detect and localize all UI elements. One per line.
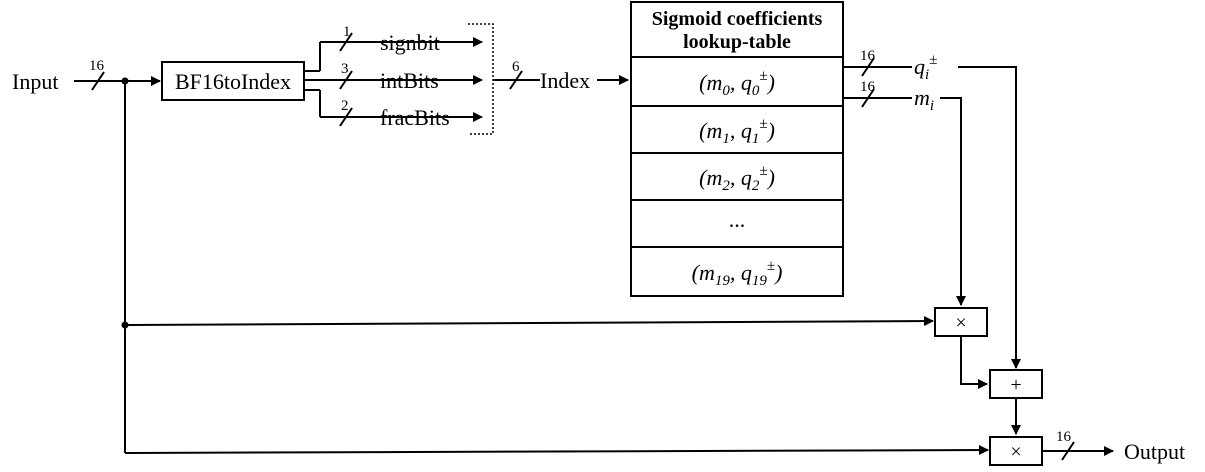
fracbits-label: fracBits — [380, 105, 450, 130]
output-label: Output — [1124, 439, 1185, 464]
q-route — [958, 66, 1021, 369]
index-width-label: 6 — [512, 59, 520, 75]
input-to-multiplier-line — [124, 316, 934, 327]
output-bus-slash — [1061, 441, 1075, 461]
m-width-label: 16 — [860, 79, 876, 95]
intbits-bus-slash — [339, 70, 353, 90]
m-signal-label: mi — [914, 85, 934, 114]
input-label: Input — [12, 69, 58, 94]
signbit-width-label: 1 — [343, 24, 351, 40]
q-signal-label: qi± — [914, 52, 937, 83]
intbits-label: intBits — [380, 68, 439, 93]
adder-block — [989, 369, 1043, 399]
signbit-bus-slash — [339, 32, 353, 52]
q-width-label: 16 — [860, 48, 876, 64]
output-multiplier-block — [989, 436, 1043, 466]
adder-symbol: + — [1010, 374, 1021, 396]
input-to-output-multiplier-line — [124, 445, 989, 456]
m-route — [940, 97, 966, 306]
multiplier-symbol: × — [955, 312, 966, 334]
lut-row-ellipsis: ... — [729, 207, 746, 232]
index-label: Index — [540, 68, 590, 93]
lut-title-line1: Sigmoid coefficients — [652, 8, 823, 30]
input-bus-slash — [91, 71, 105, 91]
output-multiplier-symbol: × — [1010, 441, 1021, 463]
multiplier-to-adder-route — [960, 336, 988, 389]
lut-row-1: (m1, q1±) — [699, 116, 775, 147]
index-bus-slash — [509, 70, 523, 90]
signbit-label: signbit — [380, 30, 440, 55]
lut-row-2: (m2, q2±) — [699, 163, 775, 194]
q-bus-slash — [861, 57, 875, 77]
m-bus-slash — [861, 88, 875, 108]
fracbits-width-label: 2 — [341, 98, 349, 114]
bf16-to-index-label: BF16toIndex — [175, 69, 291, 94]
fracbits-bus-slash — [339, 107, 353, 127]
output-width-label: 16 — [1056, 429, 1072, 445]
lut-title-line2: lookup-table — [683, 31, 791, 53]
input-width-label: 16 — [89, 58, 105, 74]
intbits-width-label: 3 — [341, 61, 349, 77]
